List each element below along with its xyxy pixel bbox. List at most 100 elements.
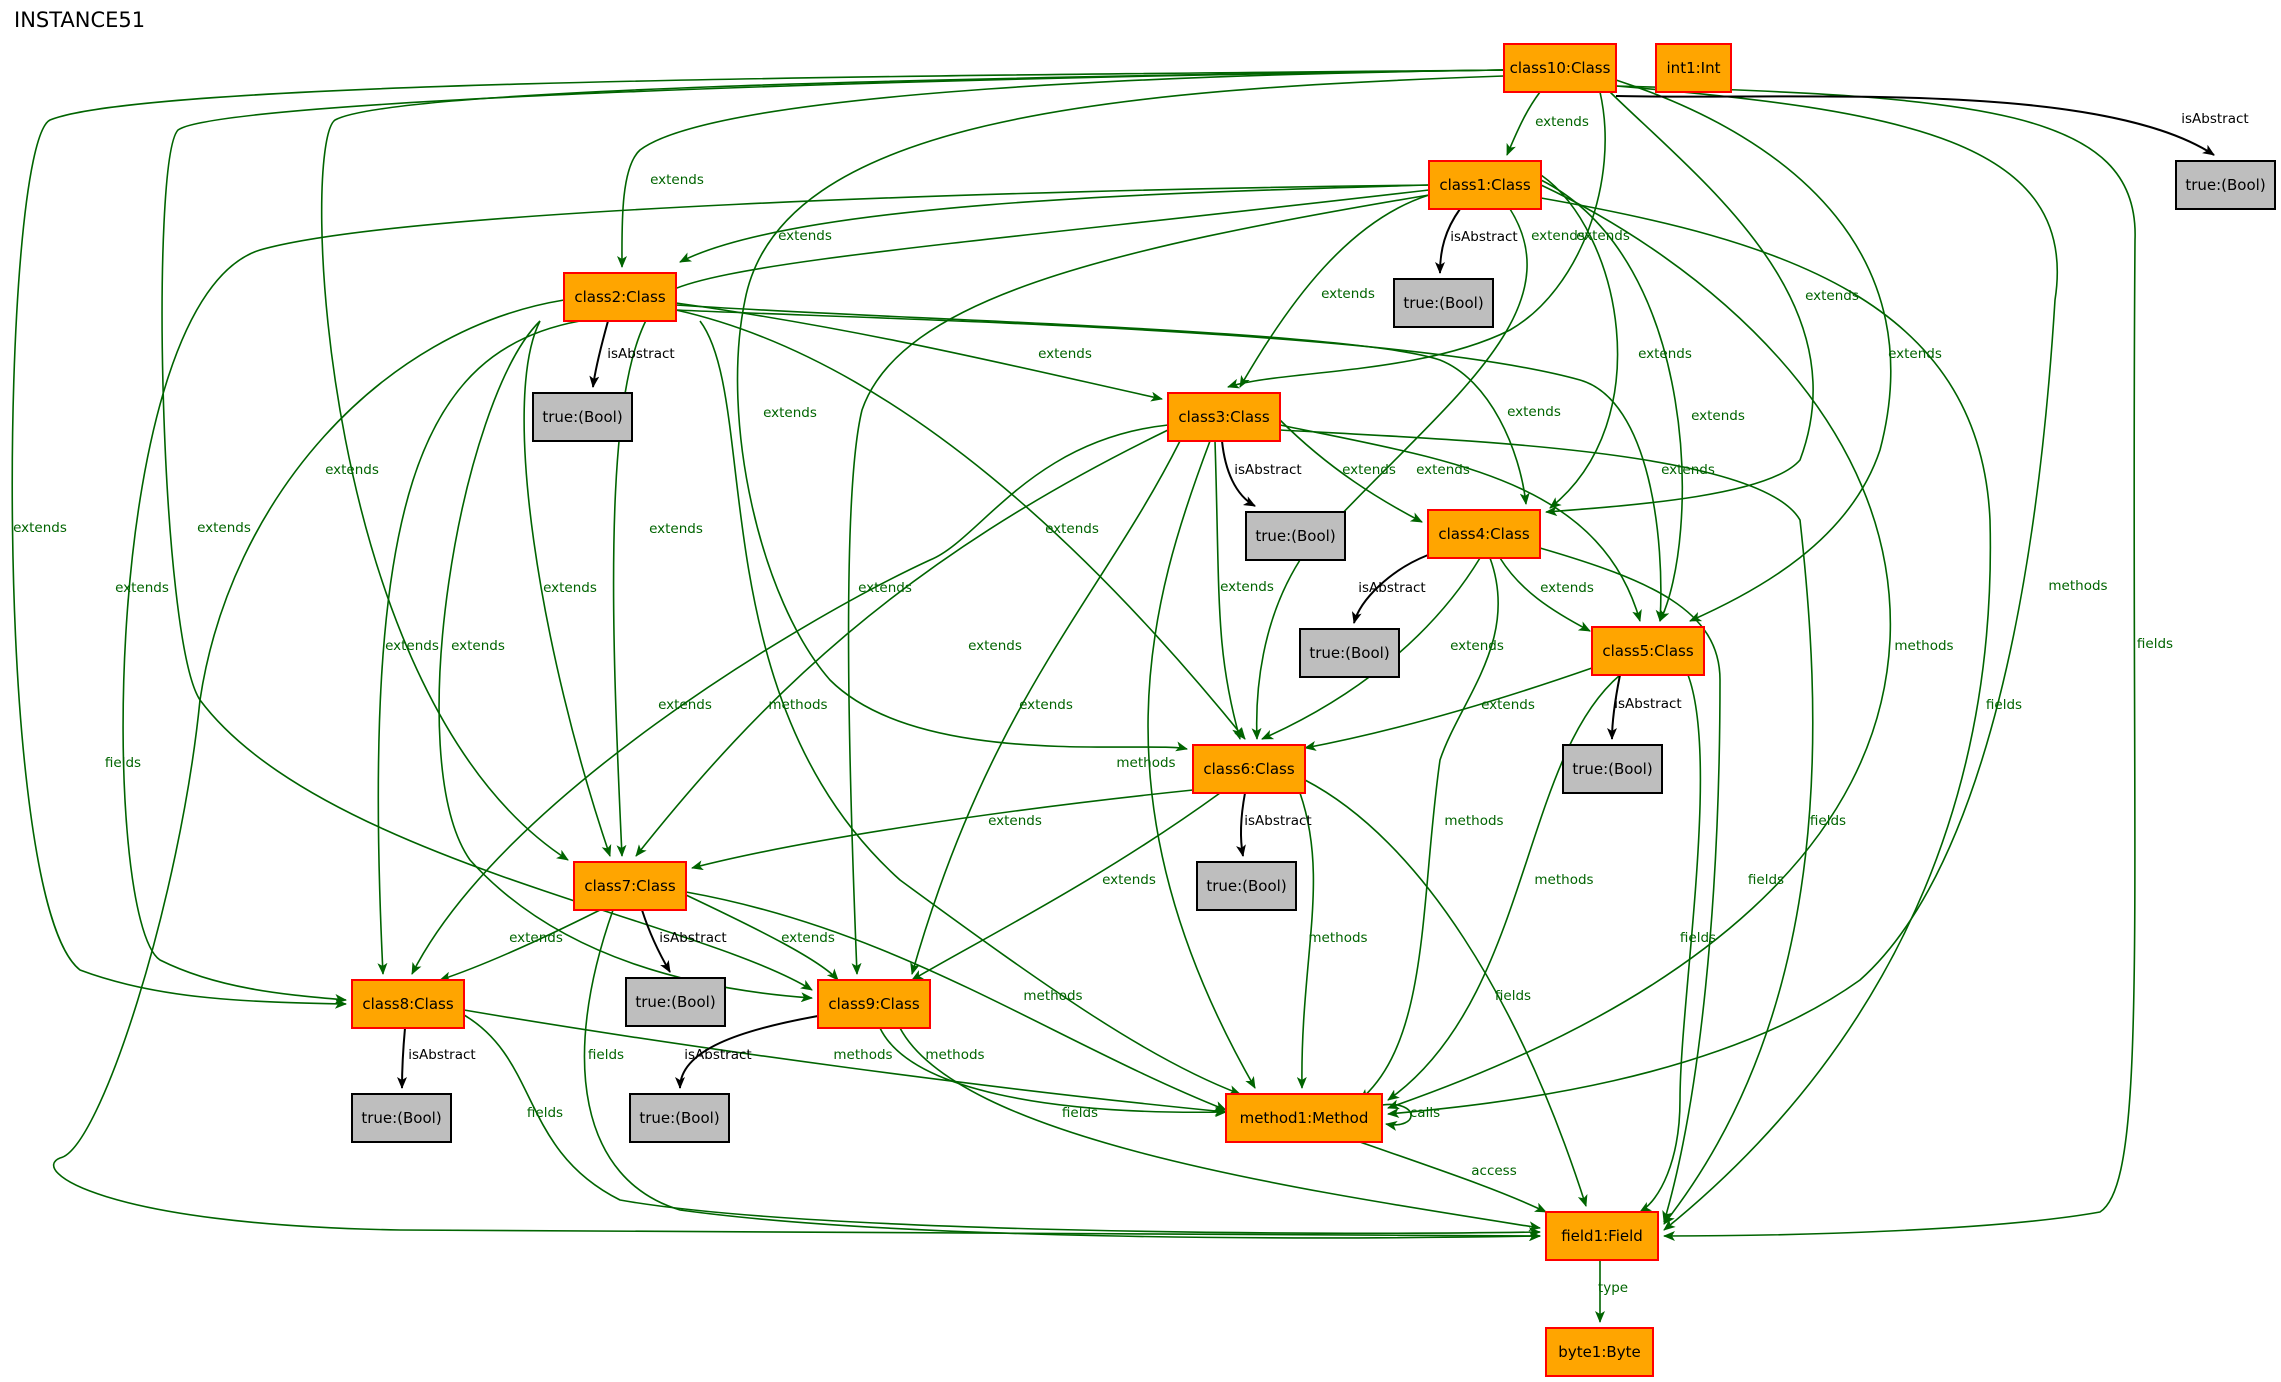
edge-class10-class5: extends	[1615, 79, 1942, 622]
edge-line	[1359, 557, 1500, 1101]
edge-label: isAbstract	[408, 1047, 475, 1063]
node-label: true:(Bool)	[2185, 176, 2265, 194]
edge-class3-class4: extends	[1279, 419, 1423, 523]
edge-label: extends	[1045, 521, 1099, 537]
node-b10: true:(Bool)	[2175, 160, 2276, 210]
node-label: byte1:Byte	[1558, 1343, 1640, 1361]
edge-line	[1239, 194, 1430, 388]
object-box	[351, 979, 465, 1029]
node-label: class9:Class	[828, 995, 919, 1013]
edge-line	[1499, 557, 1591, 632]
node-field1: field1:Field	[1545, 1211, 1659, 1261]
edge-class1-class8: extends	[115, 184, 1430, 1005]
edge-label: isAbstract	[607, 346, 674, 362]
edge-label: methods	[833, 1047, 892, 1063]
edge-label: fields	[588, 1047, 624, 1063]
edge-class7-field1: fields	[583, 909, 1541, 1242]
edge-label: extends	[1691, 408, 1745, 424]
edge-line	[685, 891, 1227, 1111]
node-method1: method1:Method	[1225, 1093, 1383, 1143]
node-class5: class5:Class	[1591, 626, 1705, 676]
edge-line	[1279, 424, 1642, 622]
edge-class10-b10: isAbstract	[1615, 95, 2249, 156]
node-label: true:(Bool)	[635, 993, 715, 1011]
edge-label: isAbstract	[1234, 462, 1301, 478]
edge-line	[1304, 667, 1593, 751]
edge-label: extends	[1531, 228, 1585, 244]
node-label: class2:Class	[574, 288, 665, 306]
edge-label: methods	[1444, 813, 1503, 829]
edge-class10-class2: extends	[616, 69, 1505, 268]
edge-label: fields	[527, 1105, 563, 1121]
edge-line	[439, 909, 601, 982]
node-label: class8:Class	[362, 995, 453, 1013]
edge-line	[589, 320, 609, 388]
edge-label: extends	[1220, 579, 1274, 595]
node-label: class5:Class	[1602, 642, 1693, 660]
node-class7: class7:Class	[573, 861, 687, 911]
value-box	[1299, 628, 1400, 678]
edge-class4-class5: extends	[1499, 557, 1594, 632]
edge-line	[1540, 197, 1992, 1231]
edge-class3-b3: isAbstract	[1221, 440, 1302, 507]
edge-line	[1539, 547, 1721, 1223]
edge-line	[899, 1027, 1541, 1232]
edge-line	[1251, 208, 1528, 740]
edge-label: extends	[197, 520, 251, 536]
edge-class5-b5: isAbstract	[1607, 674, 1682, 740]
edge-class1-method1: methods	[1387, 184, 1954, 1110]
value-box	[1393, 278, 1494, 328]
edge-label: methods	[925, 1047, 984, 1063]
edge-label: methods	[2048, 578, 2107, 594]
edge-class4-field1: fields	[1539, 547, 1784, 1223]
edge-line	[377, 320, 581, 975]
edge-label: extends	[1038, 346, 1092, 362]
edge-class1-field1: fields	[1540, 197, 2022, 1231]
edge-line	[675, 302, 1163, 402]
edge-label: methods	[1308, 930, 1367, 946]
edge-label: fields	[1680, 930, 1716, 946]
edge-class6-b6: isAbstract	[1236, 792, 1312, 857]
edge-class8-method1: methods	[463, 1009, 1227, 1116]
node-label: true:(Bool)	[639, 1109, 719, 1127]
edge-label: fields	[105, 755, 141, 771]
object-box	[1655, 43, 1732, 93]
edge-label: extends	[1805, 288, 1859, 304]
node-class4: class4:Class	[1427, 509, 1541, 559]
edge-label: extends	[509, 930, 563, 946]
edge-line	[641, 909, 671, 973]
diagram-title: INSTANCE51	[14, 8, 146, 32]
node-label: class3:Class	[1178, 408, 1269, 426]
node-label: int1:Int	[1667, 59, 1721, 77]
object-box	[1428, 160, 1542, 210]
edge-line	[583, 909, 1541, 1242]
edge-class2-class7: extends	[523, 320, 612, 857]
edge-line	[1435, 208, 1461, 274]
edge-label: isAbstract	[1614, 696, 1681, 712]
edge-class2-class5: extends	[675, 309, 1715, 622]
edge-label: extends	[1450, 638, 1504, 654]
edge-class7-class9: extends	[685, 894, 839, 981]
edge-line	[1279, 419, 1423, 523]
edge-class5-field1: fields	[1639, 674, 1716, 1213]
edge-label: extends	[778, 228, 832, 244]
node-label: true:(Bool)	[1403, 294, 1483, 312]
node-label: class1:Class	[1439, 176, 1530, 194]
edge-label: extends	[1540, 580, 1594, 596]
object-box	[1545, 1327, 1654, 1377]
edge-label: isAbstract	[2181, 111, 2248, 127]
edge-class3-class5: extends	[1279, 424, 1642, 622]
edge-line	[122, 184, 1430, 1005]
edge-class9-field1: fields	[899, 1027, 1541, 1232]
edge-label: extends	[1102, 872, 1156, 888]
edge-line	[847, 194, 1430, 975]
edge-class5-class6: extends	[1304, 667, 1593, 751]
edge-line	[320, 69, 1505, 861]
edge-class4-b4: isAbstract	[1351, 554, 1429, 624]
object-box	[1545, 1211, 1659, 1261]
edge-class1-class3: extends	[1239, 194, 1430, 388]
edge-label: extends	[658, 697, 712, 713]
edge-line	[11, 69, 1505, 1009]
node-label: true:(Bool)	[1572, 760, 1652, 778]
object-box	[573, 861, 687, 911]
